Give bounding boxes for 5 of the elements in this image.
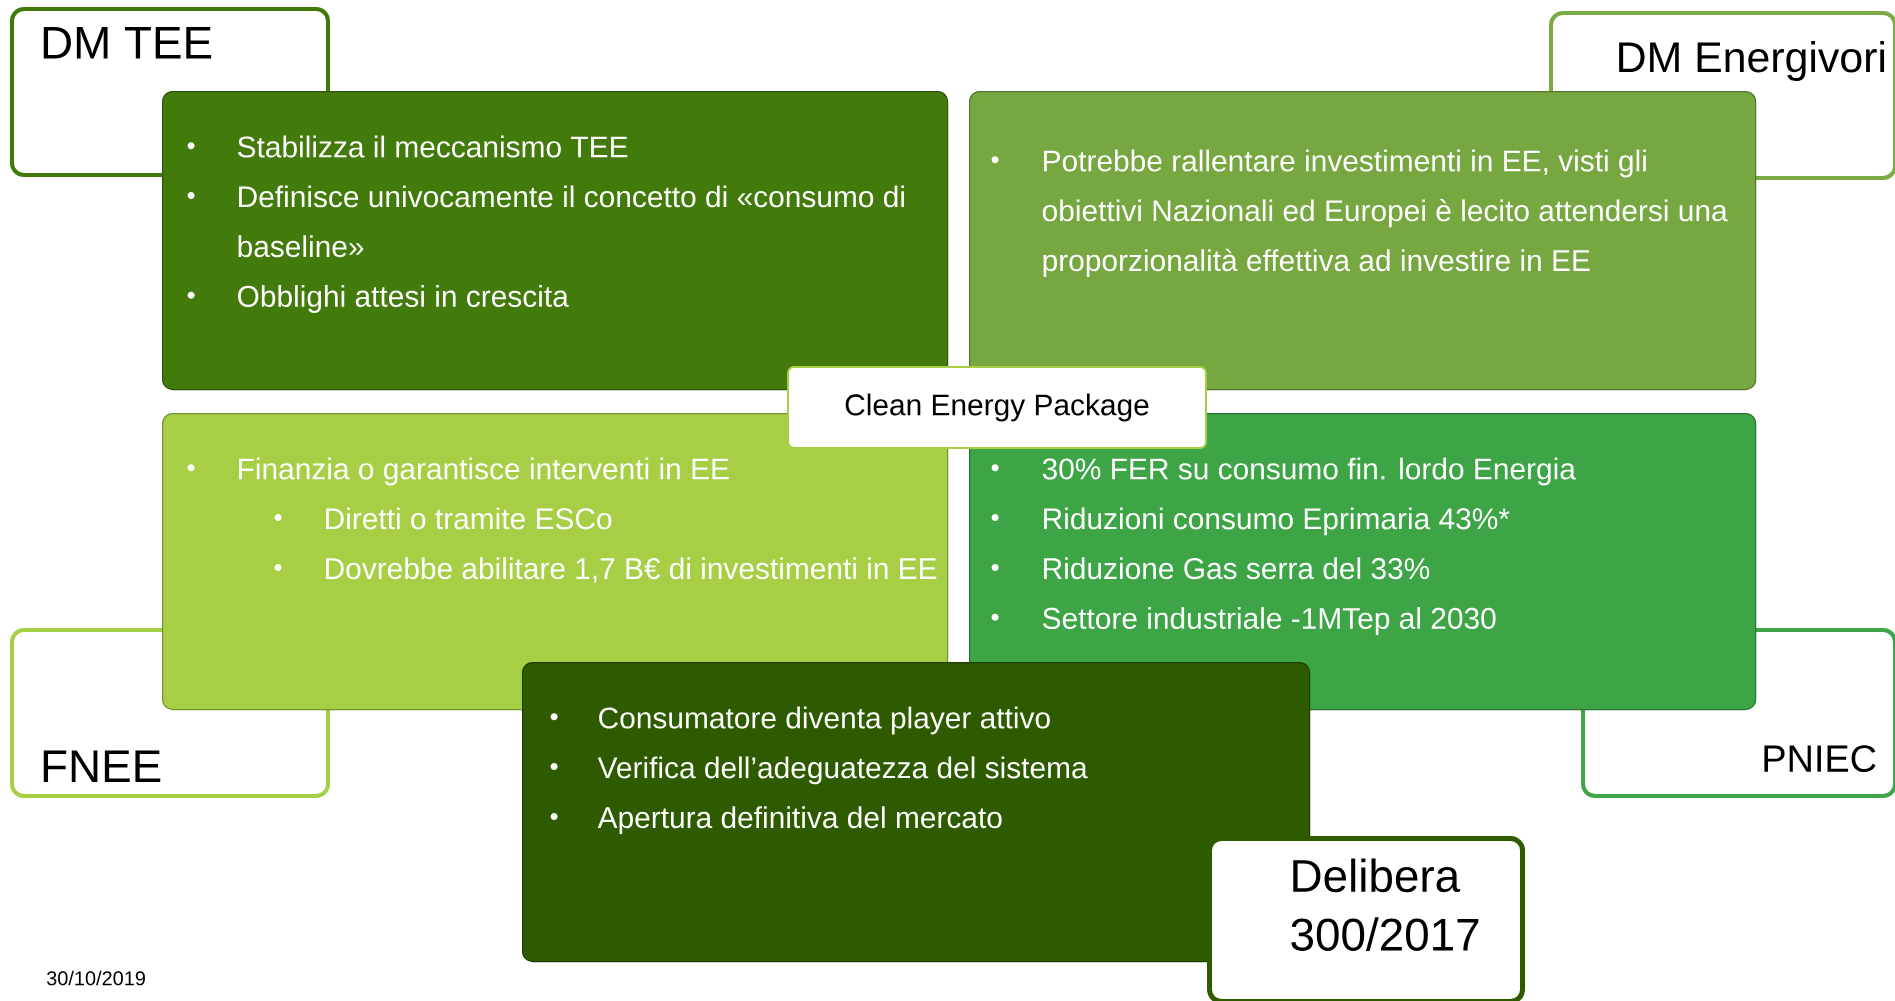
bullet-box: Stabilizza il meccanismo TEE Definisce univocamente il concetto di «consumo di baseline» Obblighi attesi in crescita [162,91,949,391]
bullet-box: Potrebbe rallentare investimenti in EE, visti gli obiettivi Nazionali ed Europei è lecito attendersi una proporzionalità effettiva ad investire in EE [969,91,1757,391]
banner-box: Clean Energy Package [787,366,1207,449]
title-box: Delibera 300/2017 [1207,836,1525,1001]
date-label: 30/10/2019 [46,970,145,986]
